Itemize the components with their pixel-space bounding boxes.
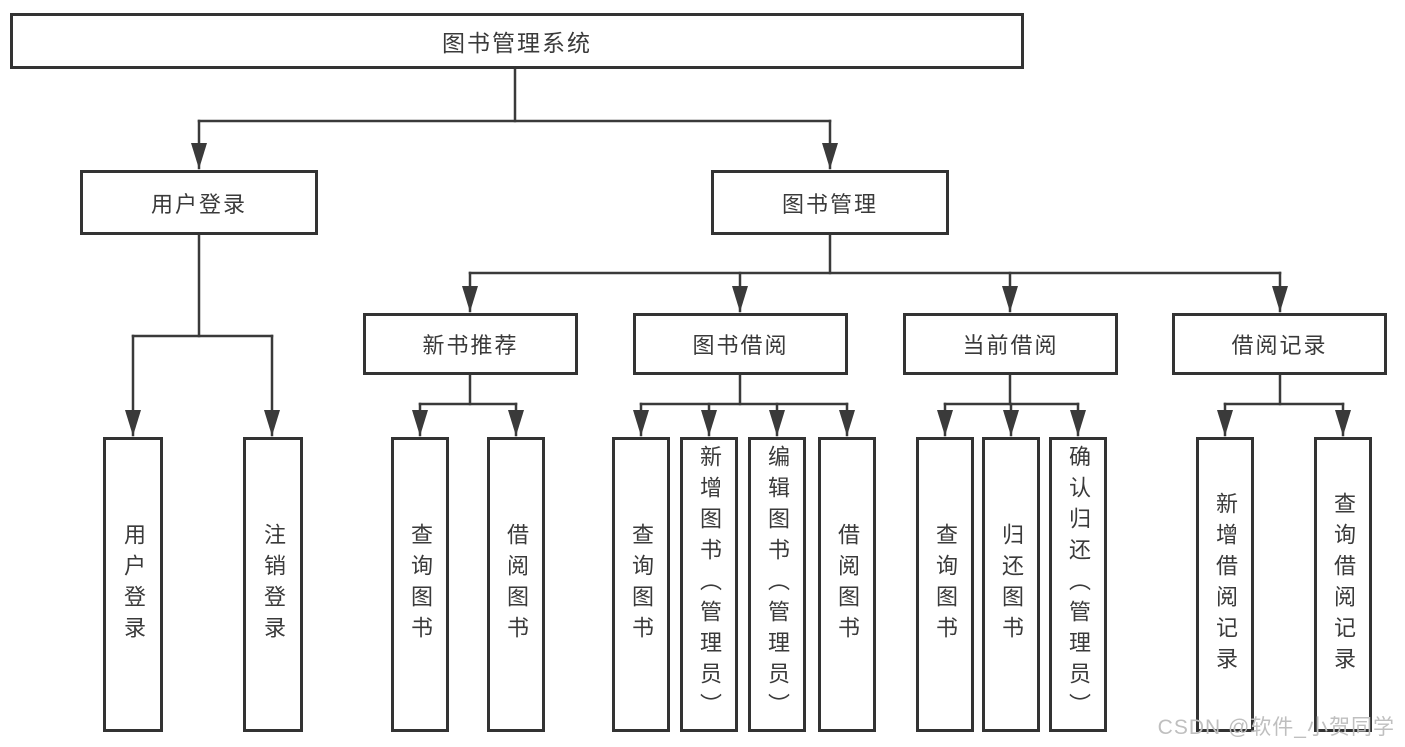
leaf-label: 查询借阅记录 xyxy=(1331,491,1356,678)
node-leaf-edit-books-admin: 编辑图书（管理员） xyxy=(748,437,806,732)
leaf-label: 查询图书 xyxy=(408,522,433,647)
leaf-label: 编辑图书（管理员） xyxy=(765,445,790,724)
leaf-label: 借阅图书 xyxy=(835,522,860,647)
node-leaf-user-login: 用户登录 xyxy=(103,437,163,732)
leaf-label: 用户登录 xyxy=(121,522,146,647)
node-leaf-add-borrow-record: 新增借阅记录 xyxy=(1196,437,1254,732)
csdn-watermark: CSDN @软件_小贺同学 xyxy=(1157,716,1395,739)
leaf-label: 注销登录 xyxy=(261,522,286,647)
node-book-borrow: 图书借阅 xyxy=(633,313,848,375)
node-leaf-borrow-books: 借阅图书 xyxy=(818,437,876,732)
node-leaf-add-books-admin: 新增图书（管理员） xyxy=(680,437,738,732)
leaf-label: 查询图书 xyxy=(629,522,654,647)
leaf-label: 新增借阅记录 xyxy=(1213,491,1238,678)
node-leaf-confirm-return-admin: 确认归还（管理员） xyxy=(1049,437,1107,732)
node-user-login: 用户登录 xyxy=(80,170,318,235)
node-new-book-recommend: 新书推荐 xyxy=(363,313,578,375)
leaf-label: 借阅图书 xyxy=(504,522,529,647)
node-leaf-query-borrow-record: 查询借阅记录 xyxy=(1314,437,1372,732)
leaf-label: 查询图书 xyxy=(933,522,958,647)
leaf-label: 归还图书 xyxy=(999,522,1024,647)
node-leaf-query-books-recommend: 查询图书 xyxy=(391,437,449,732)
node-current-borrow: 当前借阅 xyxy=(903,313,1118,375)
node-book-management: 图书管理 xyxy=(711,170,949,235)
node-leaf-logout: 注销登录 xyxy=(243,437,303,732)
node-leaf-query-books-borrow: 查询图书 xyxy=(612,437,670,732)
leaf-label: 确认归还（管理员） xyxy=(1066,445,1091,724)
node-leaf-return-books: 归还图书 xyxy=(982,437,1040,732)
leaf-label: 新增图书（管理员） xyxy=(697,445,722,724)
node-leaf-query-books-current: 查询图书 xyxy=(916,437,974,732)
node-leaf-borrow-books-recommend: 借阅图书 xyxy=(487,437,545,732)
node-borrow-records: 借阅记录 xyxy=(1172,313,1387,375)
node-library-system: 图书管理系统 xyxy=(10,13,1024,69)
